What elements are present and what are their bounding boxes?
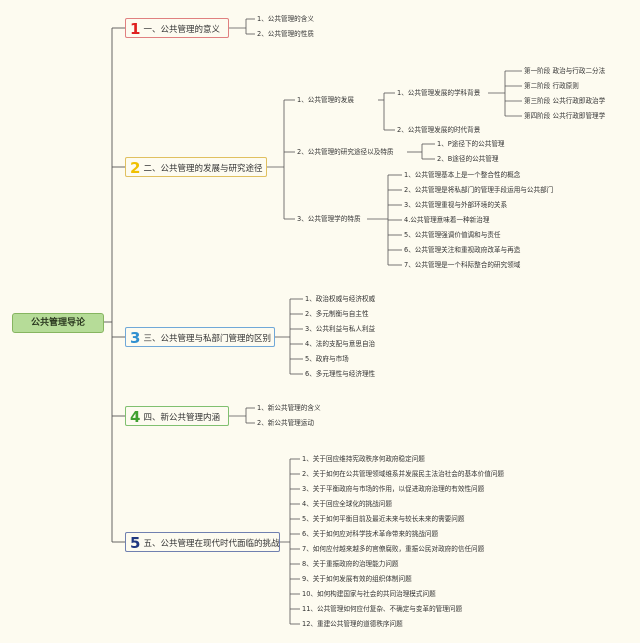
b5-item-10[interactable]: 10、如何构建国家与社会的共同治理模式问题 — [302, 590, 436, 598]
branch-3-label: 三、公共管理与私部门管理的区别 — [143, 334, 271, 344]
b2-2-2[interactable]: 2、B途径的公共管理 — [437, 155, 499, 163]
b5-item-9[interactable]: 9、关于如何发展有效的组织体制问题 — [302, 575, 412, 583]
b5-item-7[interactable]: 7、如何应付越来越多的官僚腐败，重振公民对政府的信任问题 — [302, 545, 485, 553]
branch-4-number: 4 — [130, 408, 141, 426]
b2-1-1-stage-2[interactable]: 第二阶段 行政原则 — [524, 82, 579, 90]
b2-1-2[interactable]: 2、公共管理发展的时代背景 — [397, 126, 481, 134]
b5-item-6[interactable]: 6、关于如何应对科学技术革命带来的挑战问题 — [302, 530, 439, 538]
b5-item-4[interactable]: 4、关于回应全球化的挑战问题 — [302, 500, 392, 508]
b2-3-5[interactable]: 5、公共管理强调价值调和与责任 — [404, 231, 501, 239]
b2-3-3[interactable]: 3、公共管理重视与外部环境的关系 — [404, 201, 508, 209]
b3-item-2[interactable]: 2、多元制衡与自主性 — [305, 310, 369, 318]
b2-1-1-stage-3[interactable]: 第三阶段 公共行政即政治学 — [524, 97, 606, 105]
b2-1-1[interactable]: 1、公共管理发展的学科背景 — [397, 89, 481, 97]
b1-item-2[interactable]: 2、公共管理的性质 — [257, 30, 314, 38]
b2-item-3[interactable]: 3、公共管理学的特质 — [297, 215, 361, 223]
b2-3-1[interactable]: 1、公共管理基本上是一个整合性的概念 — [404, 171, 521, 179]
b3-item-6[interactable]: 6、多元理性与经济理性 — [305, 370, 376, 378]
b4-item-2[interactable]: 2、新公共管理运动 — [257, 419, 314, 427]
b5-item-1[interactable]: 1、关于回应维持宪政秩序何政府稳定问题 — [302, 455, 425, 463]
b2-1-1-stage-1[interactable]: 第一阶段 政治与行政二分法 — [524, 67, 606, 75]
b5-item-11[interactable]: 11、公共管理如何应付复杂、不确定与变革的管理问题 — [302, 605, 463, 613]
b5-item-5[interactable]: 5、关于如何平衡目前及最近未来与较长未来的需要问题 — [302, 515, 465, 523]
branch-3-number: 3 — [130, 329, 141, 347]
b1-item-1[interactable]: 1、公共管理的含义 — [257, 15, 314, 23]
b3-item-5[interactable]: 5、政府与市场 — [305, 355, 349, 363]
b3-item-3[interactable]: 3、公共利益与私人利益 — [305, 325, 376, 333]
b5-item-8[interactable]: 8、关于重振政府的治理能力问题 — [302, 560, 399, 568]
b5-item-12[interactable]: 12、重建公共管理的道德秩序问题 — [302, 620, 403, 628]
branch-4-label: 四、新公共管理内涵 — [143, 413, 220, 423]
b3-item-1[interactable]: 1、政治权威与经济权威 — [305, 295, 376, 303]
b2-item-2[interactable]: 2、公共管理的研究途径以及特质 — [297, 148, 394, 156]
b5-item-2[interactable]: 2、关于如何在公共管理领域维系并发展民主法治社会的基本价值问题 — [302, 470, 505, 478]
b2-3-2[interactable]: 2、公共管理是将私部门的管理手段运用与公共部门 — [404, 186, 554, 194]
branch-5-label: 五、公共管理在现代时代面临的挑战 — [143, 539, 280, 549]
b2-1-1-stage-4[interactable]: 第四阶段 公共行政即管理学 — [524, 112, 606, 120]
b3-item-4[interactable]: 4、法的支配与意思自治 — [305, 340, 376, 348]
b4-item-1[interactable]: 1、新公共管理的含义 — [257, 404, 321, 412]
branch-1-label: 一、公共管理的意义 — [143, 25, 220, 35]
root-node[interactable]: 公共管理导论 — [12, 313, 104, 333]
branch-5-number: 5 — [130, 534, 141, 552]
b2-2-1[interactable]: 1、P途径下的公共管理 — [437, 140, 505, 148]
branch-2-label: 二、公共管理的发展与研究途径 — [143, 164, 263, 174]
b2-3-4[interactable]: 4.公共管理意味着一种新治理 — [404, 216, 490, 224]
b2-3-6[interactable]: 6、公共管理关注和重视政府改革与再造 — [404, 246, 521, 254]
branch-1-number: 1 — [130, 20, 141, 38]
b2-3-7[interactable]: 7、公共管理是一个科际整合的研究领域 — [404, 261, 521, 269]
branch-2-number: 2 — [130, 159, 141, 177]
b2-item-1[interactable]: 1、公共管理的发展 — [297, 96, 354, 104]
b5-item-3[interactable]: 3、关于平衡政府与市场的作用，以促进政府治理的有效性问题 — [302, 485, 485, 493]
